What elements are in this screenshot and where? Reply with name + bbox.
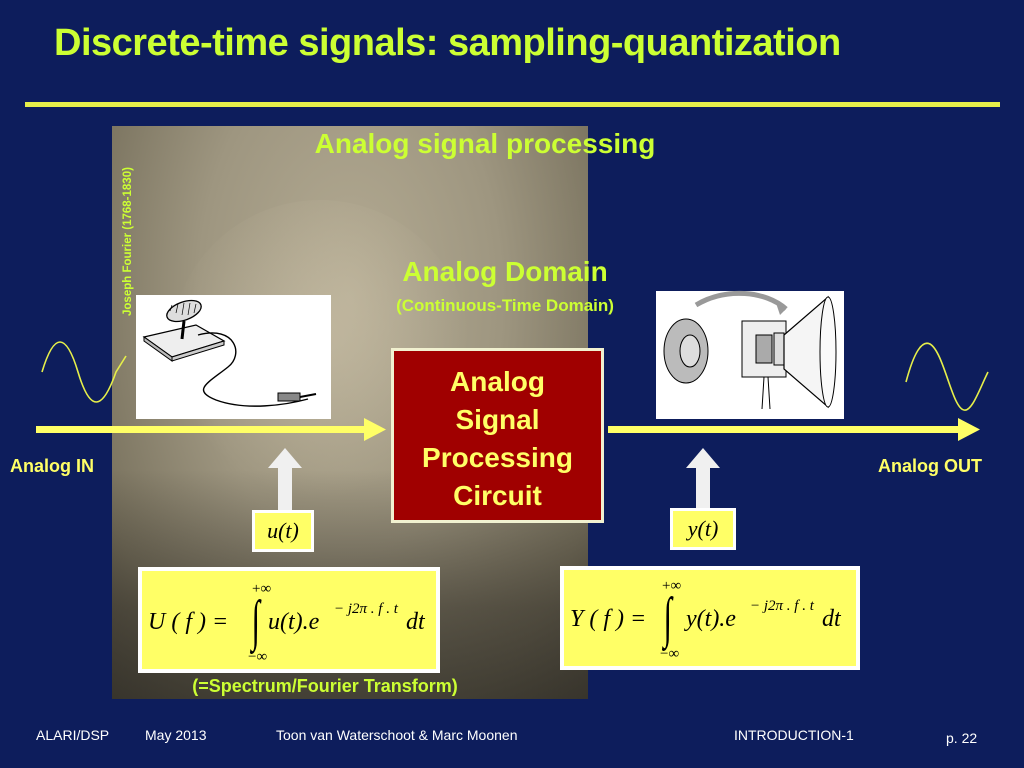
analog-out-label: Analog OUT <box>878 456 982 476</box>
output-sine-wave <box>905 342 989 411</box>
input-fourier-equation: +∞ ∫ −∞ U ( f ) = u(t).e − j2π . f . t d… <box>138 567 440 673</box>
equation-integrand: u(t).e <box>268 609 320 635</box>
integral-sign: ∫ <box>251 590 260 652</box>
analog-processing-block: Analog Signal Processing Circuit <box>391 348 604 523</box>
microphone-icon <box>142 299 317 407</box>
portrait-caption: Joseph Fourier (1768-1830) <box>122 167 134 316</box>
block-line-4: Circuit <box>453 480 542 511</box>
lower-limit: −∞ <box>248 649 268 665</box>
analog-in-label: Analog IN <box>10 456 94 476</box>
loudspeaker-icon <box>663 290 837 410</box>
input-signal-box: u(t) <box>252 510 314 552</box>
equation-lhs: Y ( f ) = <box>570 606 647 632</box>
block-line-2: Signal <box>455 404 540 435</box>
equation-differential: dt <box>822 606 841 632</box>
equation-integrand: y(t).e <box>686 606 736 632</box>
microphone-image <box>136 295 331 419</box>
block-line-1: Analog <box>450 366 545 397</box>
slide-title: Discrete-time signals: sampling-quantiza… <box>54 22 841 64</box>
footer-page-number: p. 22 <box>946 730 978 746</box>
block-line-3: Processing <box>422 442 573 473</box>
input-sine-wave <box>41 341 127 403</box>
equation-exponent: − j2π . f . t <box>334 601 398 617</box>
footer-date: May 2013 <box>145 727 207 743</box>
output-signal-box: y(t) <box>670 508 736 550</box>
upper-limit: +∞ <box>662 578 682 594</box>
section-title: Analog signal processing <box>314 128 656 159</box>
footer-organization: ALARI/DSP <box>36 727 110 743</box>
footer-authors: Toon van Waterschoot & Marc Moonen <box>276 727 518 743</box>
upper-limit: +∞ <box>252 581 272 597</box>
domain-title: Analog Domain <box>402 256 608 287</box>
equation-lhs: U ( f ) = <box>148 609 229 635</box>
equation-exponent: − j2π . f . t <box>750 598 814 614</box>
domain-subtitle: (Continuous-Time Domain) <box>396 296 614 315</box>
equation-differential: dt <box>406 609 425 635</box>
title-underline <box>25 102 1000 107</box>
integral-sign: ∫ <box>663 587 672 649</box>
loudspeaker-image <box>656 290 844 419</box>
portrait-caption-text: Joseph Fourier (1768-1830) <box>122 167 134 316</box>
footer-course: INTRODUCTION-1 <box>734 727 854 743</box>
transform-note: (=Spectrum/Fourier Transform) <box>192 676 458 696</box>
output-fourier-equation: +∞ ∫ −∞ Y ( f ) = y(t).e − j2π . f . t d… <box>560 566 860 670</box>
lower-limit: −∞ <box>660 646 680 662</box>
